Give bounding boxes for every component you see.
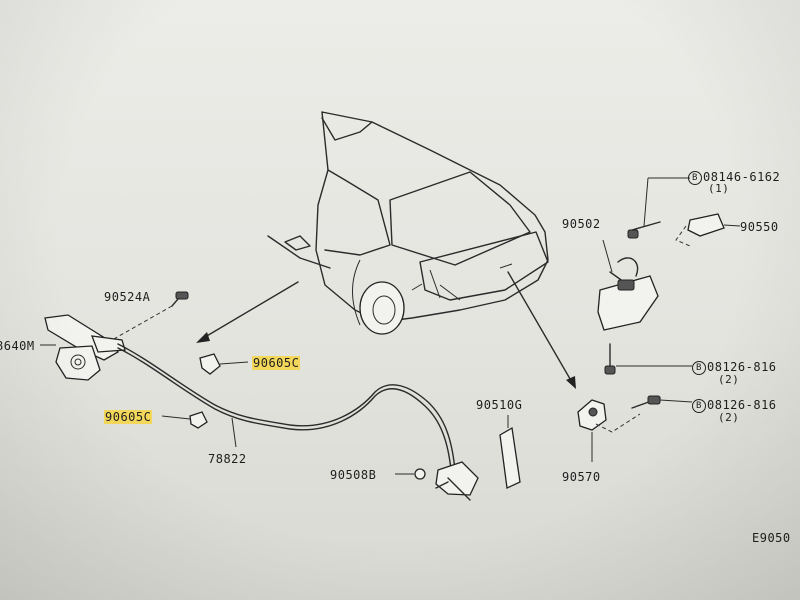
label-90510g: 90510G: [476, 398, 523, 412]
label-90508b: 90508B: [330, 468, 377, 482]
label-90605c-b: 90605C: [104, 410, 153, 424]
label-08126-b-text: 08126-816: [707, 398, 777, 412]
opener-handle: [40, 314, 126, 381]
label-90570: 90570: [562, 470, 601, 484]
lock-90502: [597, 239, 659, 331]
drawing-code: E9050: [752, 531, 791, 545]
label-8640m: 8640M: [0, 339, 35, 353]
bolt-symbol-icon: B: [692, 398, 706, 413]
label-08126-b-qty: (2): [718, 411, 740, 424]
bolt-08126-a: [604, 343, 692, 375]
bolt-90524a: [111, 291, 189, 341]
clip-90605c-a: [199, 353, 249, 375]
latch-90570: [577, 395, 661, 462]
lower-latch-assembly: [395, 461, 479, 501]
label-90550: 90550: [740, 220, 779, 234]
clip-90605c-b: [161, 411, 208, 429]
release-cable: [117, 343, 456, 471]
car-body: [267, 111, 549, 335]
bolt-symbol-icon: B: [692, 360, 706, 375]
bolt-symbol-icon: B: [688, 170, 702, 185]
label-08126-a-qty: (2): [718, 373, 740, 386]
label-78822: 78822: [208, 452, 247, 466]
label-08126-a-text: 08126-816: [707, 360, 777, 374]
label-08146-text: 08146-6162: [703, 170, 781, 184]
label-90605c-a: 90605C: [252, 356, 301, 370]
label-90605c-a-text: 90605C: [252, 356, 301, 370]
label-90502: 90502: [562, 217, 601, 231]
label-90524a: 90524A: [104, 290, 151, 304]
actuator-90550: [627, 177, 741, 247]
direction-arrows: [196, 271, 576, 389]
pad-90510g: [499, 415, 521, 489]
leader-08126-b: [659, 399, 693, 403]
label-08146-qty: (1): [708, 182, 730, 195]
label-90605c-b-text: 90605C: [104, 410, 153, 424]
